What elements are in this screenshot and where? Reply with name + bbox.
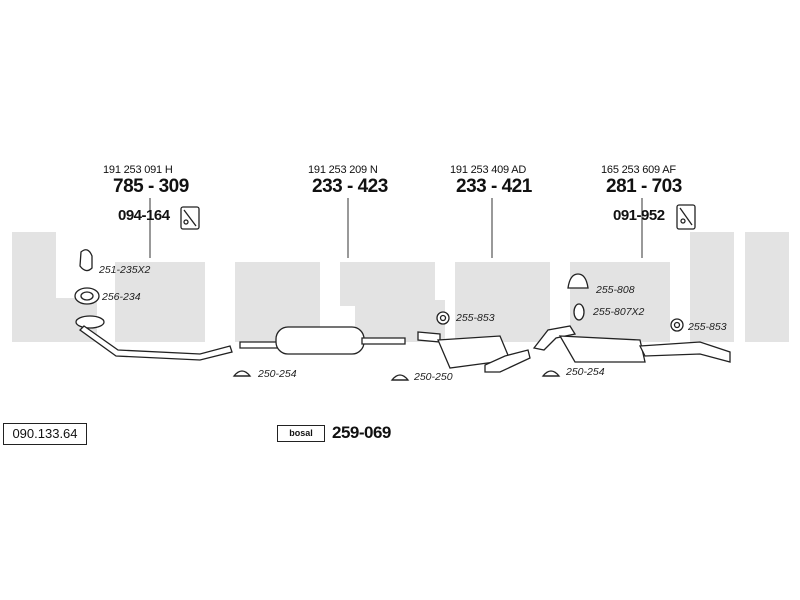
oem-number: 191 253 409 AD	[450, 164, 527, 176]
rear-silencer	[532, 325, 731, 363]
ring-icon	[573, 303, 585, 321]
part-label: 255-808	[596, 284, 635, 296]
part-number: 785 - 309	[113, 176, 189, 197]
center-silencer	[239, 326, 406, 355]
reference-number: 090.133.64	[3, 423, 87, 445]
oem-number: 191 253 209 N	[308, 164, 378, 176]
clamp-icon	[541, 370, 561, 377]
part-label: 250-254	[258, 368, 297, 380]
part-label: 255-853	[688, 321, 727, 333]
ring-icon	[436, 311, 450, 325]
part-label: 250-250	[414, 371, 453, 383]
clamp-icon	[390, 374, 410, 381]
kit-number: 259-069	[332, 423, 391, 442]
part-label: 250-254	[566, 366, 605, 378]
ring-icon	[670, 318, 684, 332]
bracket-number: 094-164	[118, 207, 170, 224]
brand-badge: bosal	[277, 425, 325, 442]
clamp-icon	[79, 249, 93, 272]
gasket-icon	[74, 287, 100, 305]
part-label: 255-853	[456, 312, 495, 324]
bracket-number: 091-952	[613, 207, 665, 224]
bracket-icon	[676, 204, 696, 230]
part-number: 233 - 423	[312, 176, 388, 197]
rubber-mount-icon	[567, 273, 589, 289]
oem-number: 191 253 091 H	[103, 164, 173, 176]
oem-number: 165 253 609 AF	[601, 164, 676, 176]
bracket-icon	[180, 206, 200, 230]
leader-lines	[149, 198, 643, 258]
brand-watermark	[12, 232, 789, 342]
part-label: 255-807X2	[593, 306, 645, 318]
part-label: 251-235X2	[99, 264, 151, 276]
part-label: 256-234	[102, 291, 141, 303]
clamp-icon	[232, 370, 252, 377]
part-number: 233 - 421	[456, 176, 532, 197]
middle-silencer	[417, 331, 531, 373]
front-pipe	[75, 315, 233, 361]
part-number: 281 - 703	[606, 176, 682, 197]
